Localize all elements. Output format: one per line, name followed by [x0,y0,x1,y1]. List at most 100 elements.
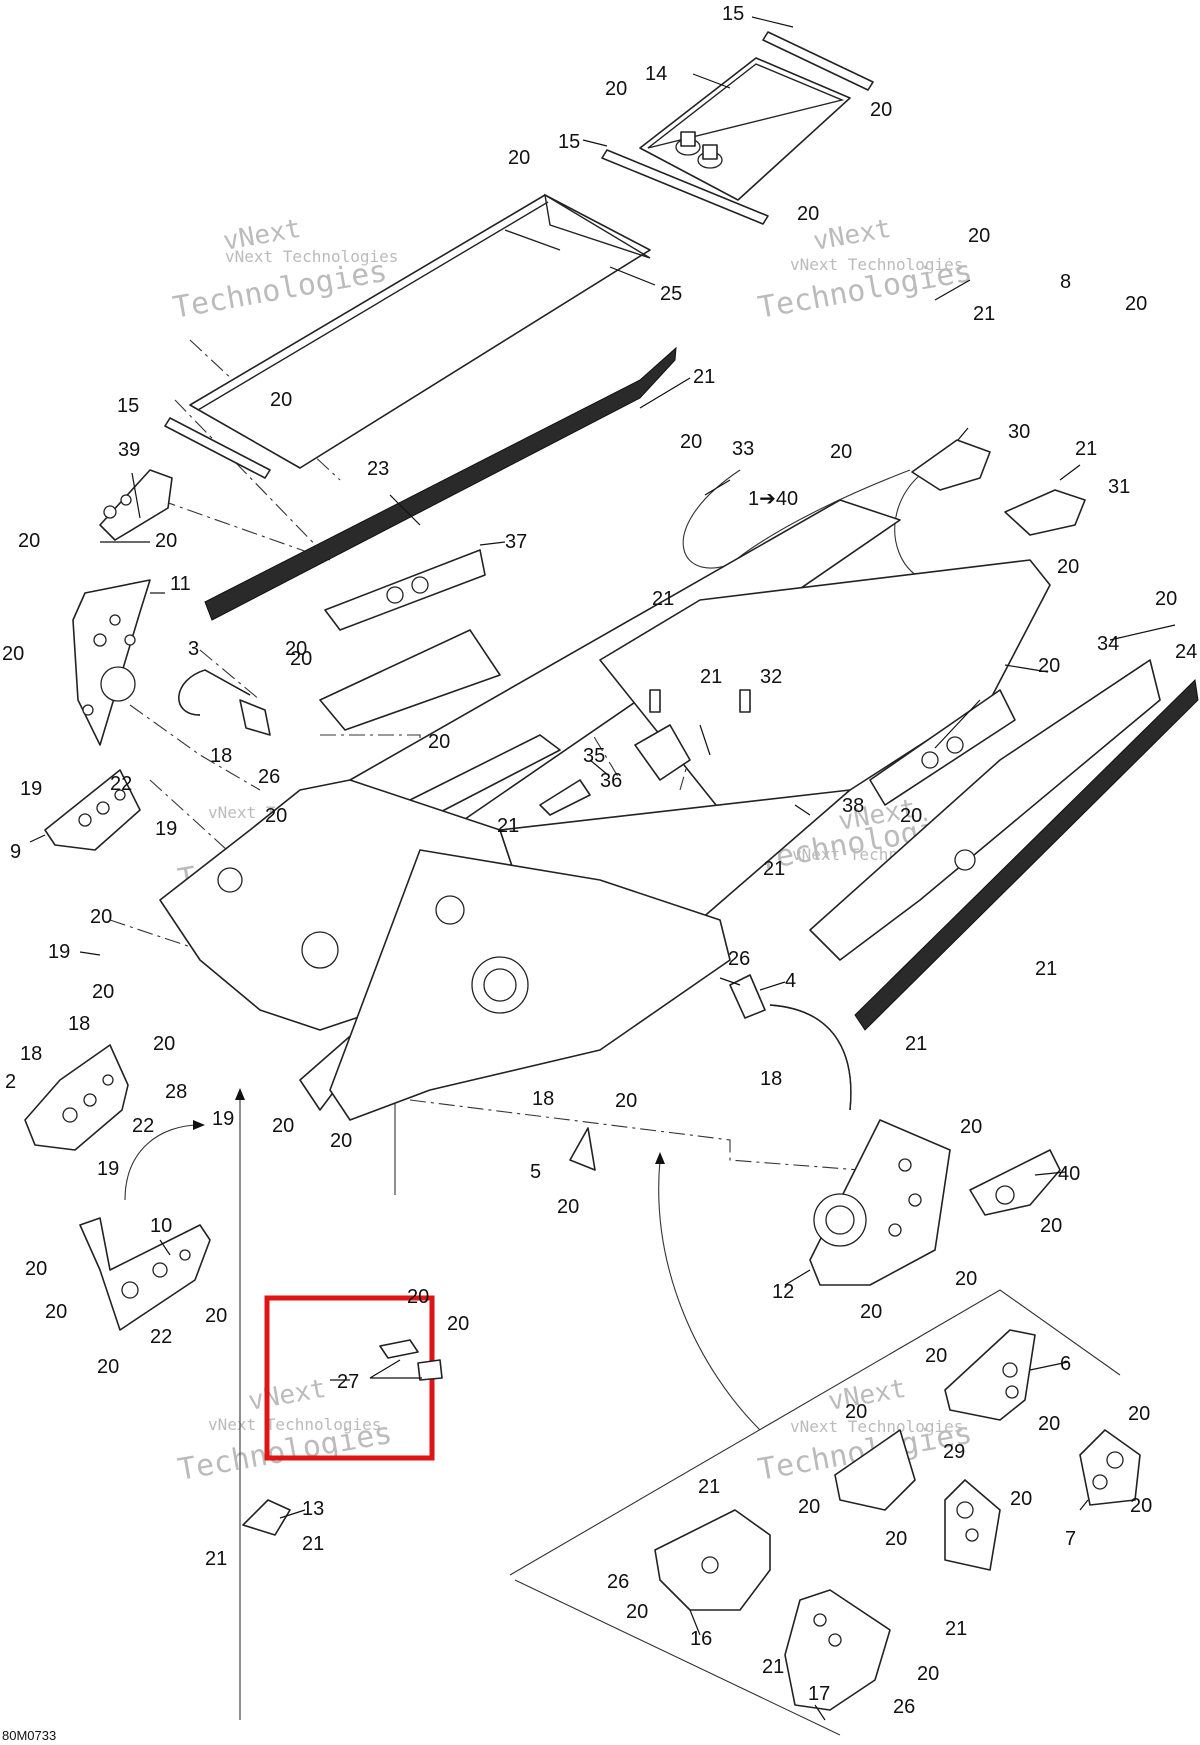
callout-21: 21 [652,588,674,610]
callout-18: 18 [210,745,232,767]
callout-2: 2 [5,1071,16,1093]
callout-20: 20 [955,1268,977,1290]
callout-15: 15 [558,131,580,153]
callout-20: 20 [1038,655,1060,677]
part-29-bracket [834,1429,1001,1571]
callout-34: 34 [1097,633,1119,655]
callout-7: 7 [1065,1528,1076,1550]
callout-20: 20 [2,643,24,665]
callout-25: 25 [660,283,682,305]
callout-36: 36 [600,770,622,792]
callout-27: 27 [337,1371,359,1393]
callout-40: 40 [1058,1163,1080,1185]
callout-3: 3 [188,638,199,660]
part-39-bracket [99,469,173,541]
part-13-bracket [242,1499,291,1536]
callout-26: 26 [607,1571,629,1593]
watermark-text: vNext Technologies [790,255,963,274]
callout-21: 21 [497,815,519,837]
callout-18: 18 [68,1013,90,1035]
callout-22: 22 [110,773,132,795]
callout-labels: 15 14 20 20 20 15 20 25 15 20 21 20 8 20… [2,3,1197,1718]
callout-20: 20 [447,1313,469,1335]
callout-33: 33 [732,438,754,460]
callout-20: 20 [960,1116,982,1138]
highlight-box-part-27 [264,1295,443,1461]
part-38-reinforcement [869,689,1016,806]
watermark-top-right: vNext Technologies Technologies vNext [755,214,975,326]
callout-15: 15 [722,3,744,25]
part-24-right-rail [854,678,1199,1031]
callout-20: 20 [845,1401,867,1423]
callout-19: 19 [155,818,177,840]
callout-20: 20 [1130,1495,1152,1517]
callout-20: 20 [830,441,852,463]
callout-20: 20 [508,147,530,169]
callout-20: 20 [92,981,114,1003]
callout-38: 38 [842,795,864,817]
callout-20: 20 [1057,556,1079,578]
callout-20: 20 [1040,1215,1062,1237]
part-23-left-rail [204,346,677,621]
callout-5: 5 [530,1161,541,1183]
callout-22: 22 [150,1326,172,1348]
callout-20: 20 [1128,1403,1150,1425]
part-37-reinforcement [319,549,501,731]
callout-21: 21 [698,1476,720,1498]
callout-20: 20 [265,805,287,827]
callout-21: 21 [945,1618,967,1640]
watermark-text: vNext Technologies [225,247,398,266]
callout-20: 20 [968,225,990,247]
callout-37: 37 [505,531,527,553]
callout-19: 19 [48,941,70,963]
part-14-access-plate [639,57,851,201]
callout-20: 20 [18,530,40,552]
callout-20: 20 [925,1345,947,1367]
callout-21: 21 [693,366,715,388]
watermark-text: vNext [811,214,893,257]
part-6-bracket [944,1329,1036,1421]
callout-21: 21 [1075,438,1097,460]
callout-20: 20 [626,1601,648,1623]
part-25-tunnel-cover [189,193,651,469]
callout-15: 15 [117,395,139,417]
callout-21: 21 [700,666,722,688]
callout-20: 20 [860,1301,882,1323]
callout-20: 20 [1038,1413,1060,1435]
callout-21: 21 [302,1533,324,1555]
part-11-side-plate [72,579,151,746]
callout-20: 20 [1010,1488,1032,1510]
part-40-bracket [969,1149,1061,1216]
callout-20: 20 [1155,588,1177,610]
callout-9: 9 [10,841,21,863]
callout-20: 20 [557,1196,579,1218]
callout-19: 19 [212,1108,234,1130]
part-12-rear-plate [809,1119,951,1286]
callout-21: 21 [973,303,995,325]
callout-17: 17 [808,1683,830,1705]
callout-10: 10 [150,1215,172,1237]
callout-20: 20 [153,1033,175,1055]
callout-20: 20 [205,1305,227,1327]
callout-20: 20 [155,530,177,552]
callout-19: 19 [97,1158,119,1180]
part-15-strips [164,31,874,479]
callout-20: 20 [97,1356,119,1378]
part-5-bracket [569,1127,596,1171]
part-31-bracket [1004,489,1086,536]
callout-18: 18 [20,1043,42,1065]
callout-20: 20 [615,1090,637,1112]
part-2-bracket [24,1044,129,1151]
callout-31: 31 [1108,476,1130,498]
callout-21: 21 [905,1033,927,1055]
callout-13: 13 [302,1498,324,1520]
callout-20: 20 [917,1663,939,1685]
watermark-text: vNext [246,1374,328,1417]
callout-26: 26 [728,948,750,970]
watermark-text: vNext Technologies [790,1417,963,1436]
callout-18: 18 [532,1088,554,1110]
callout-20: 20 [272,1115,294,1137]
callout-30: 30 [1008,421,1030,443]
callout-23: 23 [367,458,389,480]
